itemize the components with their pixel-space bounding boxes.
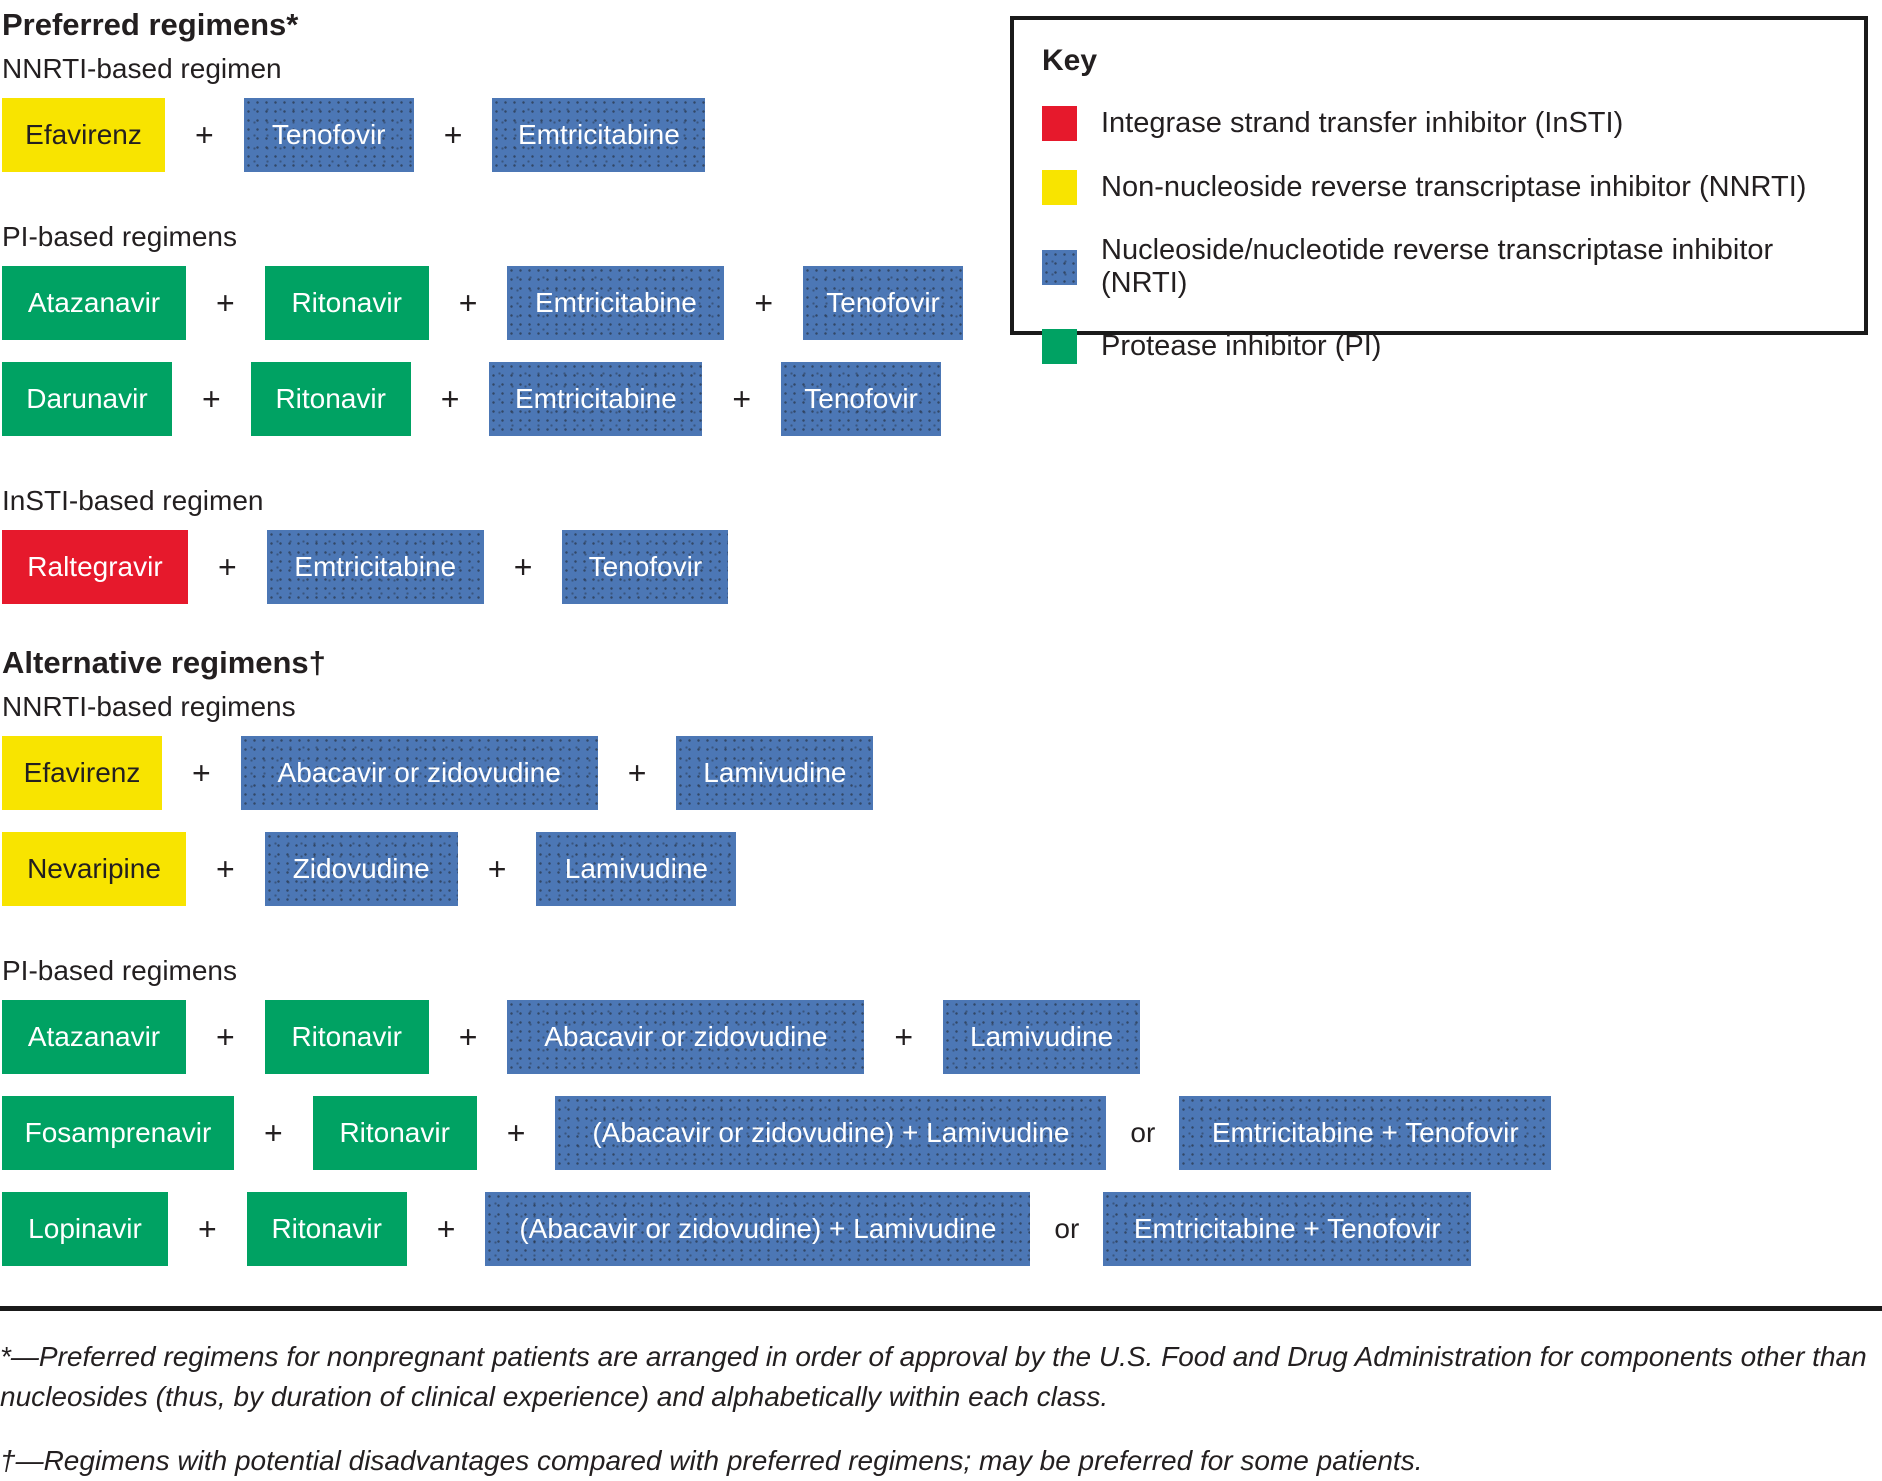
drug-box: Efavirenz — [2, 736, 162, 810]
key-entry-label: Nucleoside/nucleotide reverse transcript… — [1101, 234, 1774, 299]
plus-separator: + — [216, 1018, 235, 1055]
drug-box: Tenofovir — [244, 98, 414, 172]
plus-separator: + — [218, 548, 237, 585]
drug-box: Abacavir or zidovudine — [241, 736, 598, 810]
or-separator: or — [1054, 1213, 1080, 1244]
key-entry-label: Protease inhibitor (PI) — [1101, 330, 1382, 362]
plus-separator: + — [264, 1114, 283, 1151]
regimen-row: Atazanavir + Ritonavir + Abacavir or zidovud… — [2, 1000, 1882, 1074]
drug-box: Emtricitabine + Tenofovir — [1179, 1096, 1551, 1170]
plus-separator: + — [195, 116, 214, 153]
plus-separator: + — [732, 380, 752, 417]
drug-box: Lamivudine — [536, 832, 736, 906]
drug-box: Emtricitabine + Tenofovir — [1103, 1192, 1471, 1266]
plus-separator: + — [440, 380, 460, 417]
plus-separator: + — [436, 1210, 456, 1247]
plus-separator: + — [443, 116, 463, 153]
regimen-row: Darunavir + Ritonavir + Emtricitabine + Tenofo… — [2, 362, 1882, 436]
drug-box: Darunavir — [2, 362, 172, 436]
plus-separator: + — [894, 1018, 914, 1055]
plus-separator: + — [627, 754, 647, 791]
nnrti-swatch — [1042, 170, 1077, 205]
regimen-row: Fosamprenavir + Ritonavir + (Abacavir or zid… — [2, 1096, 1882, 1170]
pi-swatch — [1042, 329, 1077, 364]
regimen-row: Efavirenz + Tenofovir + Emtricitabine — [2, 98, 1882, 172]
regimen-row: Nevaripine + Zidovudine + Lamivudine — [2, 832, 1882, 906]
drug-box: Tenofovir — [803, 266, 963, 340]
plus-separator: + — [202, 380, 221, 417]
drug-box: Atazanavir — [2, 266, 186, 340]
drug-box: Emtricitabine — [267, 530, 484, 604]
drug-box: Lamivudine — [943, 1000, 1140, 1074]
plus-separator: + — [216, 284, 235, 321]
drug-box: Emtricitabine — [492, 98, 705, 172]
key-entry: Nucleoside/nucleotide reverse transcript… — [1042, 234, 1846, 300]
or-separator: or — [1130, 1117, 1156, 1148]
plus-separator: + — [198, 1210, 217, 1247]
drug-box: Emtricitabine — [507, 266, 724, 340]
drug-box: (Abacavir or zidovudine) + Lamivudine — [555, 1096, 1106, 1170]
drug-box: Tenofovir — [781, 362, 941, 436]
group-label: InSTI-based regimen — [2, 485, 264, 516]
drug-box: Lopinavir — [2, 1192, 168, 1266]
drug-box: Abacavir or zidovudine — [507, 1000, 864, 1074]
drug-box: Nevaripine — [2, 832, 186, 906]
drug-box: Fosamprenavir — [2, 1096, 234, 1170]
plus-separator: + — [458, 284, 478, 321]
footnotes: *—Preferred regimens for nonpregnant pat… — [0, 1337, 1882, 1481]
regimen-section: Alternative regimens† NNRTI-based regimen… — [2, 644, 1882, 1266]
section-title: Preferred regimens* — [2, 7, 299, 42]
plus-separator: + — [458, 1018, 478, 1055]
key-entry-label: Non-nucleoside reverse transcriptase inh… — [1101, 171, 1807, 203]
plus-separator: + — [487, 850, 507, 887]
regimen-row: Efavirenz + Abacavir or zidovudine + Lamivud… — [2, 736, 1882, 810]
drug-box: Ritonavir — [264, 266, 429, 340]
plus-separator: + — [506, 1114, 526, 1151]
key-box: Key Integrase strand transfer inhibitor … — [1010, 16, 1868, 364]
regimen-row: Raltegravir + Emtricitabine + Tenofovir — [2, 530, 1882, 604]
key-entries: Integrase strand transfer inhibitor (InS… — [1042, 106, 1846, 364]
regimen-row: Atazanavir + Ritonavir + Emtricitabine + Tenof… — [2, 266, 1882, 340]
drug-box: Ritonavir — [250, 362, 411, 436]
insti-swatch — [1042, 106, 1077, 141]
nrti-swatch — [1042, 249, 1077, 285]
group-label: NNRTI-based regimens — [2, 691, 296, 722]
group-label: PI-based regimens — [2, 955, 238, 986]
drug-box: (Abacavir or zidovudine) + Lamivudine — [485, 1192, 1030, 1266]
drug-box: Raltegravir — [2, 530, 188, 604]
drug-box: Ritonavir — [264, 1000, 429, 1074]
plus-separator: + — [216, 850, 235, 887]
key-entry: Integrase strand transfer inhibitor (InS… — [1042, 106, 1846, 141]
drug-box: Lamivudine — [676, 736, 873, 810]
group-label: NNRTI-based regimen — [2, 53, 282, 84]
regimen-row: Lopinavir + Ritonavir + (Abacavir or zidovud… — [2, 1192, 1882, 1266]
drug-box: Zidovudine — [265, 832, 458, 906]
drug-box: Atazanavir — [2, 1000, 186, 1074]
plus-separator: + — [754, 284, 774, 321]
group-label: PI-based regimens — [2, 221, 238, 252]
drug-box: Efavirenz — [2, 98, 165, 172]
drug-box: Ritonavir — [312, 1096, 477, 1170]
plus-separator: + — [192, 754, 211, 791]
drug-box: Tenofovir — [562, 530, 728, 604]
key-entry-label: Integrase strand transfer inhibitor (InS… — [1101, 107, 1624, 139]
section-title: Alternative regimens† — [2, 645, 326, 680]
plus-separator: + — [513, 548, 533, 585]
key-title: Key — [1042, 44, 1098, 77]
key-entry: Non-nucleoside reverse transcriptase inh… — [1042, 170, 1846, 205]
key-entry: Protease inhibitor (PI) — [1042, 329, 1846, 364]
footnote-asterisk: *—Preferred regimens for nonpregnant pat… — [0, 1341, 1867, 1412]
divider-line — [0, 1306, 1882, 1311]
drug-box: Ritonavir — [246, 1192, 407, 1266]
footnote-dagger: †—Regimens with potential disadvantages … — [0, 1445, 1423, 1476]
drug-box: Emtricitabine — [489, 362, 702, 436]
